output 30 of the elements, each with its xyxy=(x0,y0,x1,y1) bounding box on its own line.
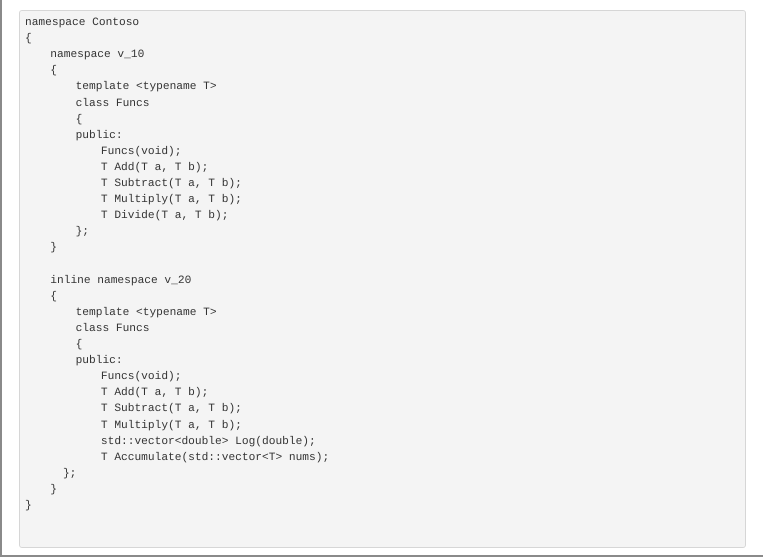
code-line: T Accumulate(std::vector<T> nums); xyxy=(100,450,330,465)
code-line: T Multiply(T a, T b); xyxy=(100,418,242,432)
code-line: { xyxy=(76,112,82,127)
code-line: } xyxy=(50,482,58,497)
code-line: { xyxy=(50,64,58,78)
code-line: template <typename T> xyxy=(76,80,217,94)
code-line: namespace v_10 xyxy=(50,48,144,62)
code-line: public: xyxy=(76,354,123,368)
code-line: { xyxy=(76,338,82,352)
code-line: Funcs(void); xyxy=(100,144,182,159)
code-line: std::vector<double> Log(double); xyxy=(100,434,316,449)
code-line: T Subtract(T a, T b); xyxy=(100,177,242,191)
code-line: { xyxy=(25,32,32,46)
code-line: T Multiply(T a, T b); xyxy=(100,193,242,208)
code-line: public: xyxy=(76,128,123,143)
code-line: } xyxy=(25,499,32,513)
code-line: template <typename T> xyxy=(76,306,217,320)
code-line: inline namespace v_20 xyxy=(50,274,192,288)
code-line: T Add(T a, T b); xyxy=(100,386,208,400)
code-line: T Divide(T a, T b); xyxy=(100,209,228,224)
code-line: T Add(T a, T b); xyxy=(100,160,208,175)
code-line: Funcs(void); xyxy=(100,370,182,384)
code-line: namespace Contoso xyxy=(25,16,140,30)
code-line: } xyxy=(50,241,58,256)
code-line: { xyxy=(50,290,58,304)
code-line: }; xyxy=(76,225,90,240)
code-line: }; xyxy=(62,466,76,481)
code-line: class Funcs xyxy=(76,322,150,336)
code-line: class Funcs xyxy=(76,96,150,110)
code-line: T Subtract(T a, T b); xyxy=(100,402,242,416)
